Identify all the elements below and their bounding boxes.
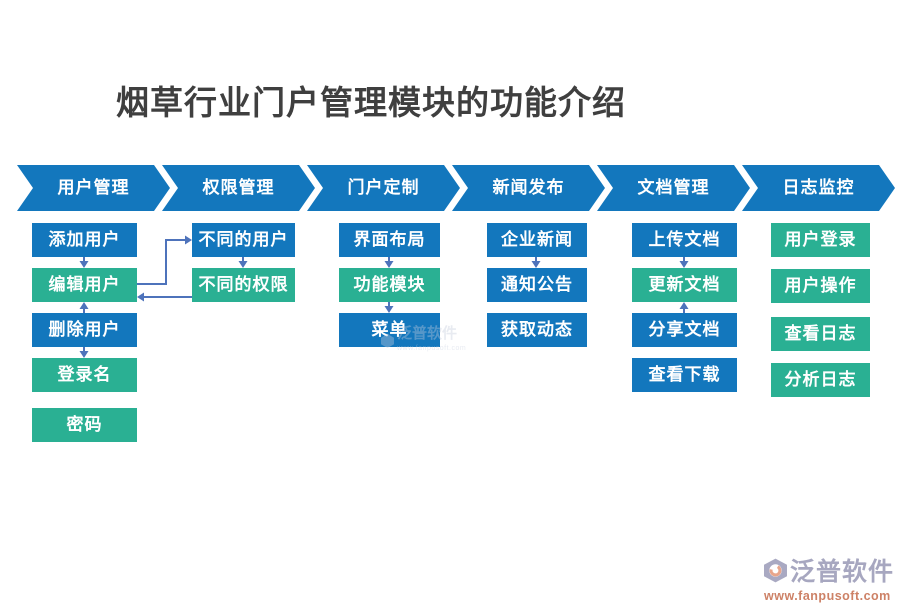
box-user-login: 用户登录 [771,223,870,257]
box-enterprise-news: 企业新闻 [487,223,587,257]
box-view-download: 查看下载 [632,358,737,392]
header-news-publishing: 新闻发布 [452,165,605,211]
fanpu-logo: 泛普软件 www.fanpusoft.com [764,552,894,603]
box-different-users: 不同的用户 [192,223,295,257]
box-function-module: 功能模块 [339,268,440,302]
box-interface-layout: 界面布局 [339,223,440,257]
box-delete-user: 删除用户 [32,313,137,347]
box-login-name: 登录名 [32,358,137,392]
box-menu: 菜单 [339,313,440,347]
box-get-updates: 获取动态 [487,313,587,347]
logo-brand-text: 泛普软件 [789,558,894,586]
box-user-operation: 用户操作 [771,269,870,303]
header-user-management: 用户管理 [17,165,170,211]
box-different-permissions: 不同的权限 [192,268,295,302]
box-view-log: 查看日志 [771,317,870,351]
box-update-document: 更新文档 [632,268,737,302]
box-notice-announcement: 通知公告 [487,268,587,302]
box-add-user: 添加用户 [32,223,137,257]
box-edit-user: 编辑用户 [32,268,137,302]
header-document-management: 文档管理 [597,165,750,211]
header-portal-customization: 门户定制 [307,165,460,211]
header-permission-management: 权限管理 [162,165,315,211]
logo-url-text: www.fanpusoft.com [764,589,891,603]
fanpu-logo-icon [764,558,787,582]
box-upload-document: 上传文档 [632,223,737,257]
box-analyze-log: 分析日志 [771,363,870,397]
header-log-monitoring: 日志监控 [742,165,895,211]
box-password: 密码 [32,408,137,442]
box-share-document: 分享文档 [632,313,737,347]
connector-edit-to-different-users [137,239,185,285]
page-title: 烟草行业门户管理模块的功能介绍 [116,84,626,121]
